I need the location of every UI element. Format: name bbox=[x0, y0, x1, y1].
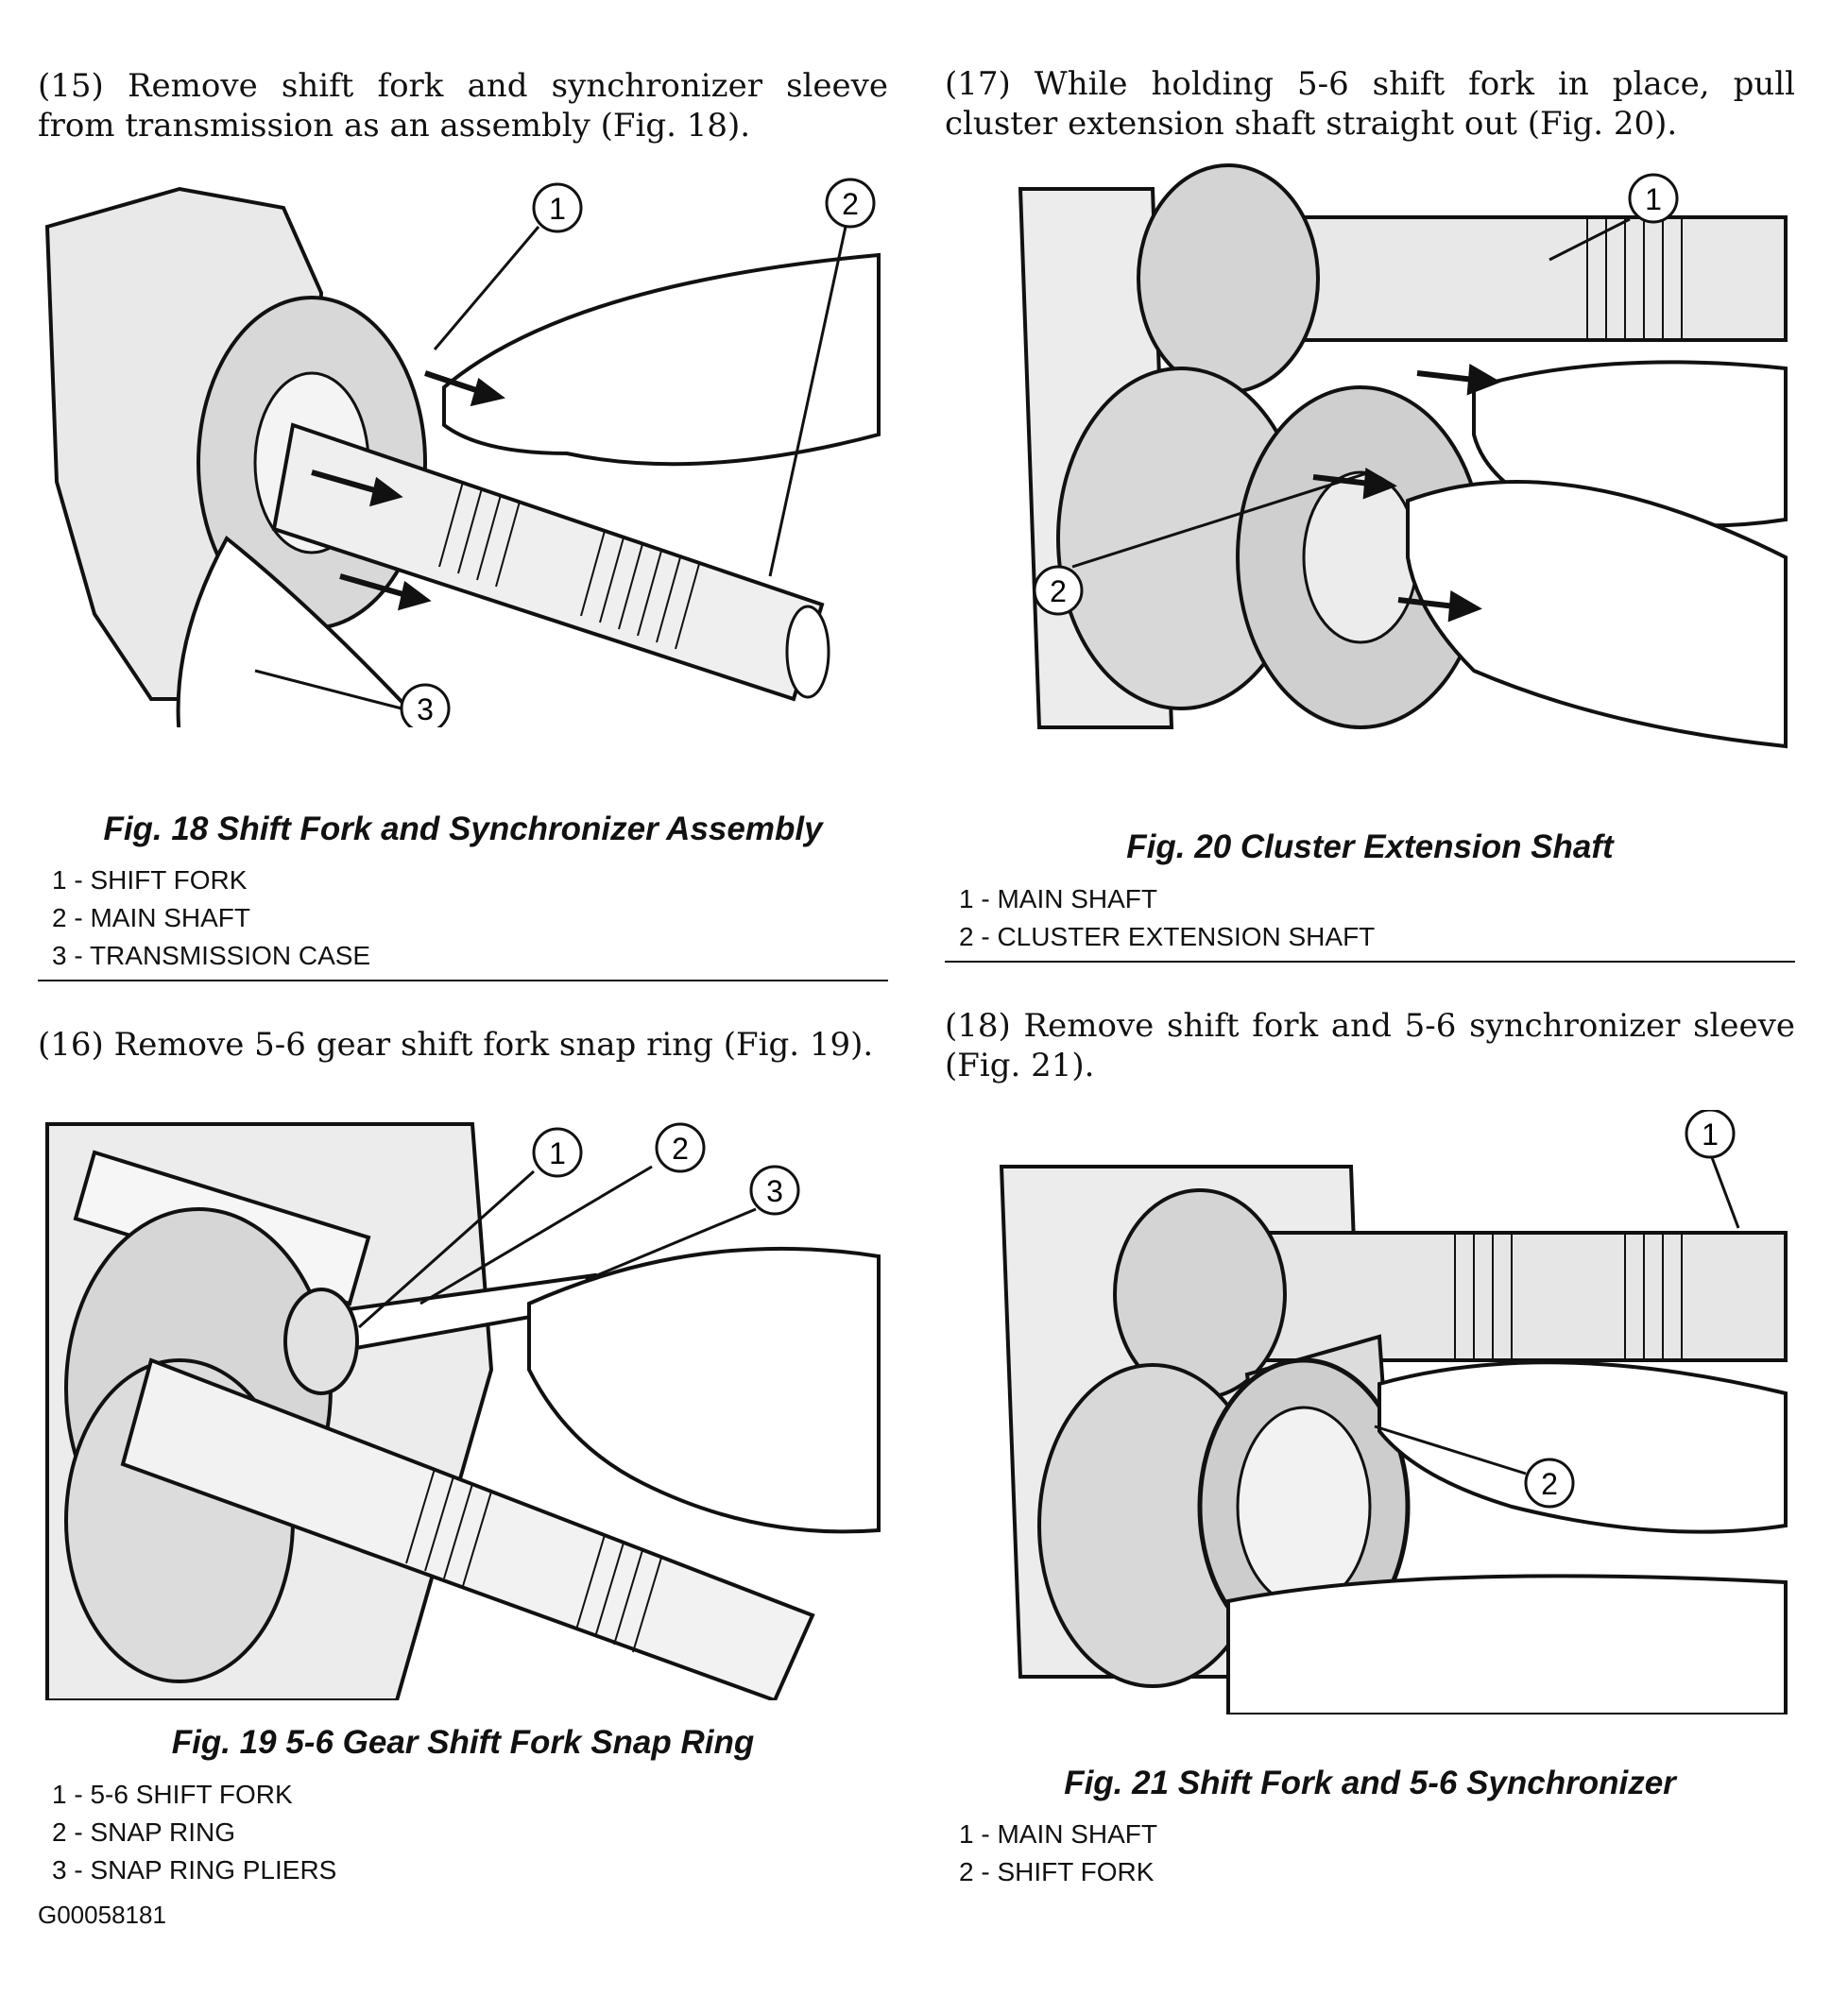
leader-line-1 bbox=[1708, 1152, 1740, 1229]
svg-text:2: 2 bbox=[672, 1132, 689, 1166]
fig-19-legend: 1 - 5-6 SHIFT FORK 2 - SNAP RING 3 - SNA… bbox=[52, 1776, 883, 1889]
hand-lower-shape bbox=[1226, 1574, 1788, 1714]
svg-text:2: 2 bbox=[842, 187, 859, 221]
svg-text:1: 1 bbox=[1702, 1117, 1719, 1152]
callout-1: 1 bbox=[532, 1127, 583, 1178]
hand-lower-shape bbox=[1406, 480, 1788, 749]
callout-3: 3 bbox=[400, 683, 451, 727]
callout-2: 2 bbox=[1524, 1458, 1575, 1509]
fig-18-caption: Fig. 18 Shift Fork and Synchronizer Asse… bbox=[103, 810, 823, 847]
legend-item: 2 - SNAP RING bbox=[52, 1817, 235, 1847]
svg-text:1: 1 bbox=[549, 192, 566, 226]
svg-text:1: 1 bbox=[549, 1136, 566, 1170]
fig-20-illustration: 1 2 bbox=[945, 161, 1795, 793]
document-id: G00058181 bbox=[38, 1901, 166, 1929]
fig-18-drawing: 1 2 3 bbox=[44, 178, 881, 727]
fig-20-drawing: 1 2 bbox=[1018, 163, 1788, 749]
hand-upper-shape bbox=[1377, 1360, 1788, 1534]
step-16-text: (16) Remove 5-6 gear shift fork snap rin… bbox=[38, 1026, 874, 1064]
leader-line-2 bbox=[419, 1165, 653, 1305]
step-17-text: (17) While holding 5-6 shift fork in pla… bbox=[945, 65, 1795, 143]
leader-line-2 bbox=[1374, 1424, 1527, 1476]
fig-20-caption: Fig. 20 Cluster Extension Shaft bbox=[1126, 828, 1614, 865]
legend-item: 1 - 5-6 SHIFT FORK bbox=[52, 1780, 293, 1809]
svg-text:2: 2 bbox=[1541, 1467, 1558, 1501]
leader-line-3 bbox=[254, 669, 402, 710]
leader-line-1 bbox=[433, 226, 540, 350]
legend-item: 1 - SHIFT FORK bbox=[52, 865, 248, 895]
hand-lower-shape bbox=[176, 535, 429, 727]
fig-19-caption: Fig. 19 5-6 Gear Shift Fork Snap Ring bbox=[171, 1724, 755, 1761]
svg-text:3: 3 bbox=[766, 1174, 783, 1208]
callout-2: 2 bbox=[825, 178, 876, 229]
leader-line-1 bbox=[1549, 217, 1631, 262]
snap-ring-shape bbox=[283, 1288, 359, 1395]
fig-21-caption: Fig. 21 Shift Fork and 5-6 Synchronizer bbox=[1064, 1765, 1676, 1801]
callout-3: 3 bbox=[749, 1165, 800, 1216]
fig-18-illustration: 1 2 3 bbox=[38, 170, 888, 727]
main-shaft-shape bbox=[271, 422, 825, 702]
callout-2: 2 bbox=[655, 1122, 706, 1173]
legend-item: 3 - TRANSMISSION CASE bbox=[52, 941, 371, 970]
callout-1: 1 bbox=[1685, 1110, 1736, 1159]
fig-19-illustration: 1 2 3 bbox=[38, 1086, 888, 1700]
step-18-text: (18) Remove shift fork and 5-6 synchroni… bbox=[945, 1007, 1795, 1084]
fig-21-illustration: 1 2 bbox=[945, 1110, 1795, 1714]
upper-gear-shape bbox=[1137, 163, 1320, 394]
section-divider bbox=[945, 961, 1795, 963]
legend-item: 2 - CLUSTER EXTENSION SHAFT bbox=[959, 922, 1376, 951]
hand-upper-shape bbox=[442, 252, 881, 467]
legend-item: 2 - MAIN SHAFT bbox=[52, 903, 251, 932]
legend-item: 3 - SNAP RING PLIERS bbox=[52, 1855, 337, 1885]
callout-1: 1 bbox=[1628, 173, 1679, 224]
legend-item: 1 - MAIN SHAFT bbox=[959, 1819, 1158, 1849]
cluster-extension-shaft-end bbox=[1302, 470, 1419, 644]
hand-shape bbox=[527, 1246, 881, 1534]
fig-19-drawing: 1 2 3 bbox=[45, 1122, 881, 1700]
callout-2: 2 bbox=[1033, 565, 1084, 616]
fig-21-drawing: 1 2 bbox=[999, 1110, 1788, 1714]
leader-line-2 bbox=[1071, 470, 1371, 569]
leader-line-2 bbox=[768, 226, 847, 577]
legend-item: 1 - MAIN SHAFT bbox=[959, 884, 1158, 913]
svg-text:2: 2 bbox=[1050, 574, 1067, 608]
svg-text:1: 1 bbox=[1645, 182, 1662, 216]
step-15-text: (15) Remove shift fork and synchronizer … bbox=[38, 67, 888, 145]
svg-text:3: 3 bbox=[417, 692, 434, 726]
fig-18-legend: 1 - SHIFT FORK 2 - MAIN SHAFT 3 - TRANSM… bbox=[52, 861, 883, 975]
main-shaft-shape bbox=[120, 1357, 815, 1700]
callout-1: 1 bbox=[532, 182, 583, 233]
fig-20-legend: 1 - MAIN SHAFT 2 - CLUSTER EXTENSION SHA… bbox=[959, 880, 1790, 956]
section-divider bbox=[38, 980, 888, 981]
legend-item: 2 - SHIFT FORK bbox=[959, 1857, 1155, 1886]
leader-line-1 bbox=[358, 1169, 535, 1329]
leader-line-3 bbox=[585, 1207, 757, 1282]
fig-21-legend: 1 - MAIN SHAFT 2 - SHIFT FORK bbox=[959, 1816, 1790, 1891]
